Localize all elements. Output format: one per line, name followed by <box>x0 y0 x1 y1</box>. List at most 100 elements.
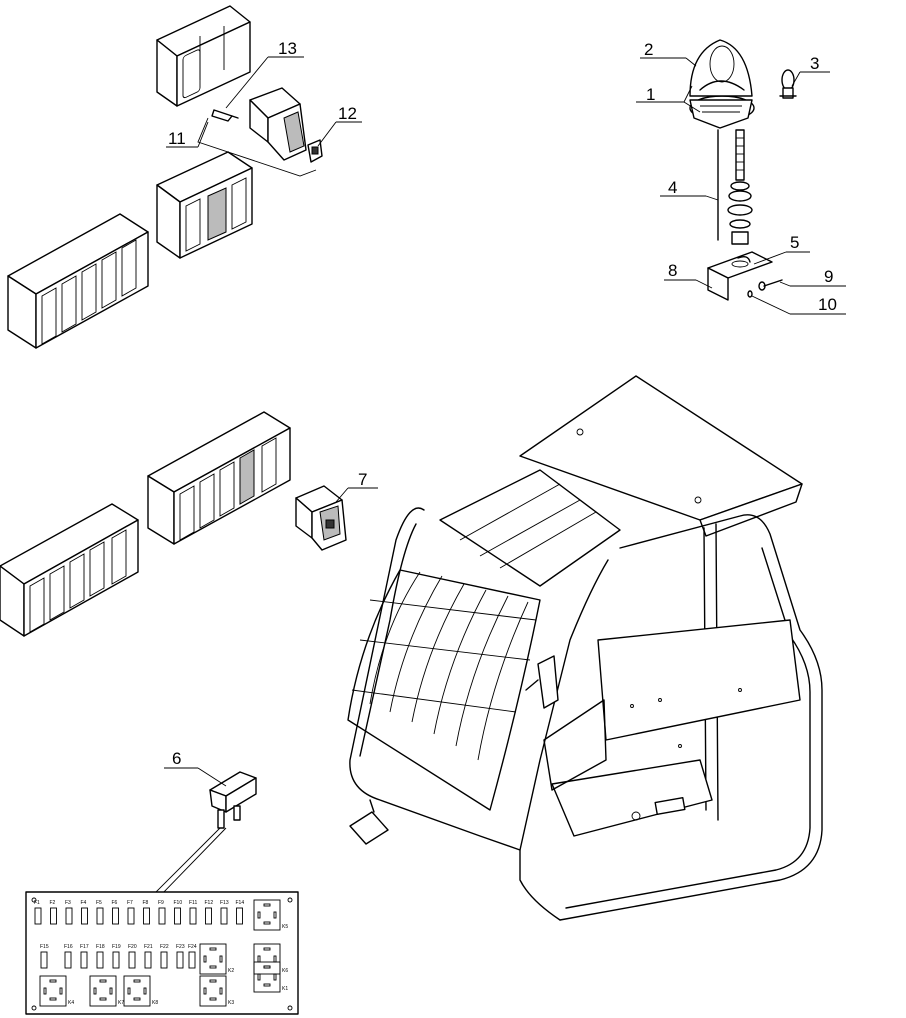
fuse-body <box>189 907 197 925</box>
fuse-body <box>127 907 135 925</box>
fuse-body <box>220 907 228 925</box>
fuse-body <box>174 907 181 925</box>
fuse-label: F24 <box>188 944 197 950</box>
relay-label: K3 <box>228 1000 234 1006</box>
fuse-slot-top: F6 <box>112 900 119 925</box>
fuse-label: F13 <box>220 900 229 906</box>
relay-label: K5 <box>282 924 288 930</box>
callout-7: 7 <box>358 470 367 489</box>
bolt-9-washer-10 <box>747 279 783 298</box>
fuse-body <box>160 951 168 969</box>
callout-8: 8 <box>668 261 677 280</box>
fuse-slot-top: F1 <box>34 900 42 925</box>
callout-12: 12 <box>338 104 357 123</box>
fuse-label: F5 <box>96 900 102 906</box>
callout-4: 4 <box>668 178 677 197</box>
operator-cab <box>347 375 823 921</box>
relay-socket: K3 <box>199 975 234 1007</box>
fuse-slot-top: F12 <box>205 900 214 925</box>
fuse-body <box>34 907 42 925</box>
fuse-slot-bottom: F23 <box>176 944 185 969</box>
fuse-body <box>96 907 104 925</box>
switch-panel-5-slot-lower <box>0 503 139 637</box>
fuse-label: F15 <box>40 944 49 950</box>
fuse-body <box>40 951 48 969</box>
callout-13: 13 <box>278 39 297 58</box>
relay-body <box>123 975 151 1007</box>
fuse-body <box>64 951 72 969</box>
rocker-switch-7 <box>295 485 347 551</box>
switch-panel-3-slot-middle <box>156 151 253 259</box>
leader-lines <box>164 56 846 787</box>
relay-socket: K4 <box>39 975 74 1007</box>
fuse-body <box>81 907 88 925</box>
fuse-slot-bottom: F21 <box>144 944 153 969</box>
relay-body <box>89 975 117 1007</box>
fuse-slot-bottom: F16 <box>64 944 73 969</box>
fuse-label: F8 <box>143 900 149 906</box>
relay-socket: K7 <box>89 975 124 1007</box>
fuse-slot-bottom: F18 <box>96 944 105 969</box>
callout-3: 3 <box>810 54 819 73</box>
fuse-slot-top: F5 <box>96 900 104 925</box>
fuse-label: F22 <box>160 944 169 950</box>
fuse-label: F23 <box>176 944 185 950</box>
switch-panel-5-slot-middle <box>147 411 291 545</box>
fuse-body <box>50 907 57 925</box>
fuse-slot-top: F11 <box>189 900 197 925</box>
relay-body <box>253 961 281 993</box>
fuse-label: F2 <box>50 900 56 906</box>
callout-5: 5 <box>790 233 799 252</box>
relay-socket: K8 <box>123 975 158 1007</box>
relay-socket: K2 <box>199 943 234 975</box>
fuse-slot-bottom: F20 <box>128 944 137 969</box>
switch-panel-5-slot-top <box>7 213 149 349</box>
fuse-body <box>143 907 150 925</box>
fuse-label: F12 <box>205 900 214 906</box>
fuse-slot-bottom: F15 <box>40 944 49 969</box>
fuse-label: F21 <box>144 944 153 950</box>
fuse-slot-top: F8 <box>143 900 150 925</box>
fuse-label: F4 <box>81 900 87 906</box>
leader-fuse-to-box-a <box>153 827 221 895</box>
fuse-body <box>158 907 166 925</box>
beacon-stem-4 <box>717 129 753 245</box>
callout-2: 2 <box>644 40 653 59</box>
relay-label: K8 <box>152 1000 158 1006</box>
fuse-body <box>112 951 120 969</box>
fuse-label: F11 <box>189 900 197 906</box>
fuse-label: F16 <box>64 944 73 950</box>
callout-6: 6 <box>172 749 181 768</box>
relay-body <box>199 943 227 975</box>
relay-label: K7 <box>118 1000 124 1006</box>
callout-1: 1 <box>646 85 655 104</box>
relay-label: K4 <box>68 1000 74 1006</box>
fuse-body <box>96 951 104 969</box>
fuse-label: F6 <box>112 900 118 906</box>
fuse-slot-top: F10 <box>174 900 182 925</box>
fuse-body <box>112 907 119 925</box>
leader-11-wire <box>197 117 317 177</box>
fuse-body <box>80 951 88 969</box>
fuse-body <box>236 907 243 925</box>
callout-9: 9 <box>824 267 833 286</box>
callout-10: 10 <box>818 295 837 314</box>
relay-body <box>253 943 281 975</box>
fuse-label: F14 <box>236 900 245 906</box>
relay-socket: K6 <box>253 943 288 975</box>
fuse-label: F17 <box>80 944 89 950</box>
fuse-slot-top: F13 <box>220 900 229 925</box>
fuse-body <box>65 907 73 925</box>
fuse-label: F1 <box>34 900 40 906</box>
fuse-slot-bottom: F22 <box>160 944 169 969</box>
fuse-slot-bottom: F24 <box>188 944 197 969</box>
fuse-slot-top: F7 <box>127 900 135 925</box>
fuse-body <box>205 907 212 925</box>
fuse-body <box>176 951 184 969</box>
fuse-slot-top: F3 <box>65 900 73 925</box>
fuse-label: F18 <box>96 944 105 950</box>
fuse-body <box>144 951 152 969</box>
beacon-bracket-8 <box>707 251 773 301</box>
